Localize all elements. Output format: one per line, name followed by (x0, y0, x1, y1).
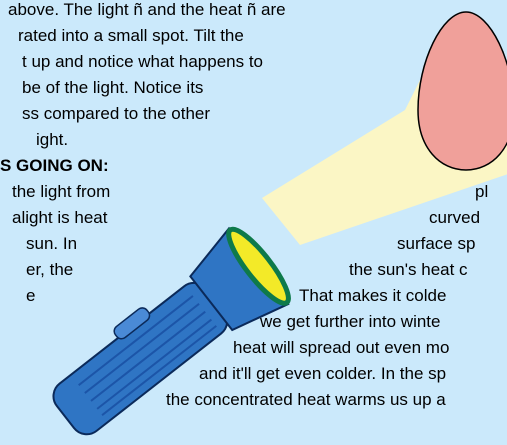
egg-shape (418, 12, 507, 170)
left-line-2: alight is heat (12, 208, 107, 228)
right-line-4: the sun's heat c (349, 260, 468, 280)
left-line-5: e (26, 286, 35, 306)
right-line-3: surface sp (397, 234, 475, 254)
top-line-6: ight. (36, 130, 68, 150)
left-line-1: the light from (12, 182, 110, 202)
left-line-4: er, the (26, 260, 73, 280)
top-line-3: t up and notice what happens to (22, 52, 263, 72)
right-line-8: and it'll get even colder. In the sp (199, 364, 446, 384)
right-line-6: we get further into winte (260, 312, 440, 332)
right-line-5: That makes it colde (299, 286, 446, 306)
section-heading: S GOING ON: (0, 156, 109, 176)
right-line-1: pl (475, 182, 488, 202)
top-line-1: above. The light ñ and the heat ñ are (8, 0, 286, 20)
right-line-9: the concentrated heat warms us up a (166, 390, 446, 410)
right-line-2: curved (429, 208, 480, 228)
top-line-4: be of the light. Notice its (22, 78, 203, 98)
top-line-2: rated into a small spot. Tilt the (18, 26, 244, 46)
flashlight (36, 221, 298, 445)
flashlight-handle (47, 276, 234, 440)
top-line-5: ss compared to the other (22, 104, 210, 124)
right-line-7: heat will spread out even mo (233, 338, 449, 358)
left-line-3: sun. In (26, 234, 77, 254)
